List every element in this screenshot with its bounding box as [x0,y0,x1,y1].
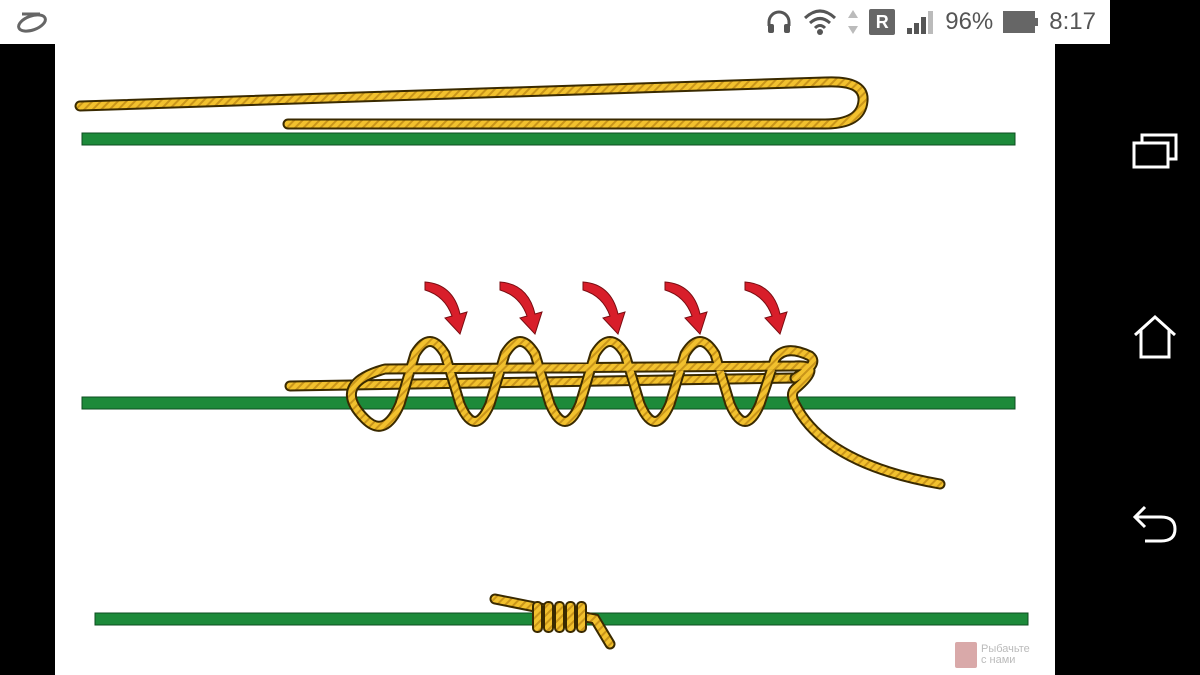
knot-diagram [74,76,1029,650]
back-button[interactable] [1130,500,1180,550]
wifi-icon [804,9,837,35]
arrow-icon [424,281,468,335]
step-1 [74,76,1016,146]
recent-apps-button[interactable] [1130,126,1180,176]
green-line-1 [81,132,1016,146]
data-arrows-icon [848,10,859,34]
arrow-icon [582,281,626,335]
battery-percent: 96% [945,8,994,35]
watermark-text-2: с нами [981,654,1016,666]
app-logo-icon [17,12,47,33]
image-viewer[interactable]: Рыбачьте с нами [55,44,1055,675]
arrow-icon [664,281,708,335]
arrow-icon [744,281,788,335]
watermark-logo-icon [955,642,977,668]
home-icon [1133,314,1177,359]
back-icon [1132,505,1177,543]
step-2 [81,281,1016,490]
recent-apps-icon [1132,133,1178,169]
watermark: Рыбачьте с нами [955,642,1030,668]
roaming-badge: R [869,9,896,35]
headphones-icon [767,10,791,33]
home-button[interactable] [1130,312,1180,362]
arrow-icon [499,281,543,335]
step-3 [94,593,1029,650]
status-bar: R 96% 8:17 [0,0,1110,44]
battery-icon [1003,11,1039,33]
red-arrows [424,281,788,335]
watermark-text-1: Рыбачьте [981,643,1030,655]
tight-coils-3 [532,601,587,633]
clock: 8:17 [1049,8,1096,35]
signal-icon [907,11,934,34]
navigation-bar [1110,0,1200,675]
